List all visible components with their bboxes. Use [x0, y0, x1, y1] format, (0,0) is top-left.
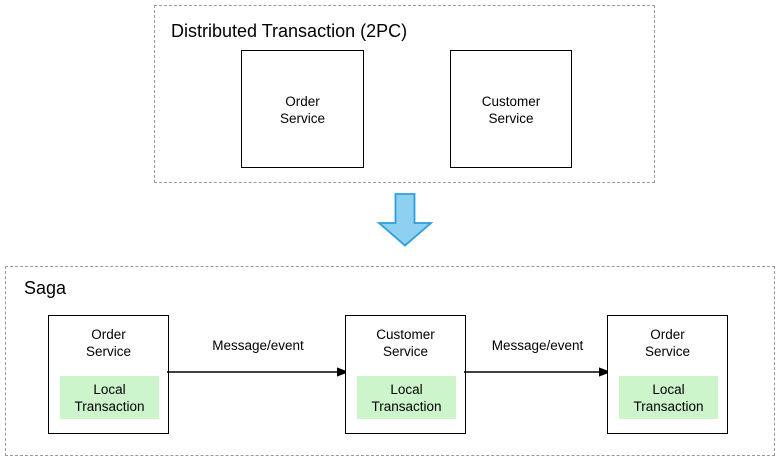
service-box-order-saga-3[interactable]: Order Service Local Transaction	[607, 315, 728, 434]
service-label-order-2pc: Order Service	[279, 94, 325, 126]
service-box-customer-2pc[interactable]: Customer Service	[450, 50, 572, 168]
local-transaction-badge-1: Local Transaction	[60, 376, 159, 419]
flow-arrow-2	[464, 367, 611, 377]
service-label-order-saga-3: Order Service	[644, 327, 690, 359]
local-transaction-badge-3: Local Transaction	[619, 376, 718, 419]
local-transaction-badge-2: Local Transaction	[357, 376, 456, 419]
connector-label-1: Message/event	[212, 338, 304, 353]
group-saga: Saga	[5, 266, 775, 456]
service-label-customer-saga-2: Customer Service	[376, 327, 435, 359]
service-label-order-saga-1: Order Service	[85, 327, 131, 359]
service-box-customer-saga-2[interactable]: Customer Service Local Transaction	[345, 315, 466, 434]
service-label-customer-2pc: Customer Service	[481, 94, 541, 126]
connector-label-2: Message/event	[491, 338, 584, 353]
group-title-distributed-transaction: Distributed Transaction (2PC)	[171, 21, 408, 41]
group-title-saga: Saga	[24, 278, 67, 298]
service-box-order-saga-1[interactable]: Order Service Local Transaction	[48, 315, 169, 434]
group-distributed-transaction: Distributed Transaction (2PC)	[154, 5, 655, 183]
service-box-order-2pc[interactable]: Order Service	[241, 50, 364, 168]
flow-arrow-1	[167, 367, 349, 377]
down-arrow-icon	[376, 193, 434, 247]
